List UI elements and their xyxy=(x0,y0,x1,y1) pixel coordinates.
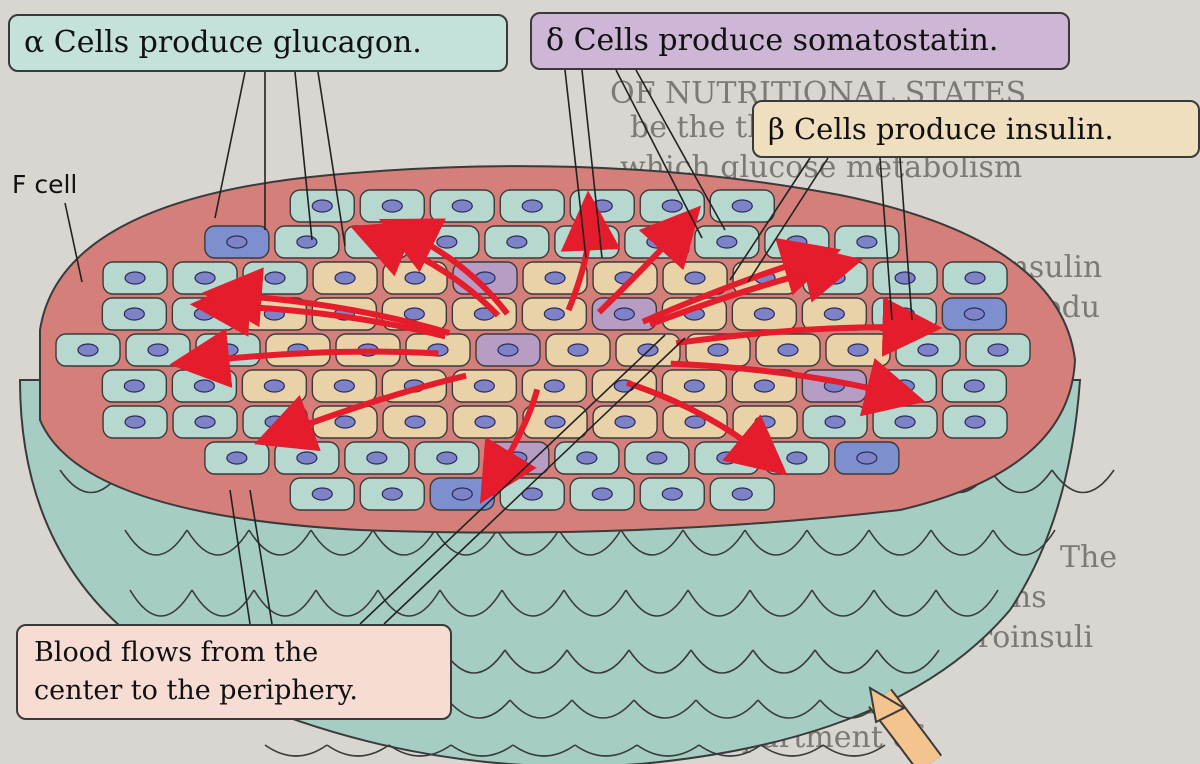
delta-cell-label: δ Cells produce somatostatin. xyxy=(546,23,998,58)
f-cell-label: F cell xyxy=(12,170,77,199)
cell-nucleus xyxy=(824,308,844,320)
cell-nucleus xyxy=(918,344,938,356)
cell-nucleus xyxy=(297,452,317,464)
hemisphere-cell-outline xyxy=(761,745,823,756)
cell-nucleus xyxy=(825,416,845,428)
cell-nucleus xyxy=(857,236,877,248)
cell-nucleus xyxy=(965,272,985,284)
cell-nucleus xyxy=(404,308,424,320)
blood-flow-line2: center to the periphery. xyxy=(34,672,450,710)
cell-nucleus xyxy=(778,344,798,356)
cell-nucleus xyxy=(265,416,285,428)
cell-nucleus xyxy=(544,380,564,392)
cell-nucleus xyxy=(647,452,667,464)
cell-nucleus xyxy=(195,416,215,428)
cell-nucleus xyxy=(507,236,527,248)
cell-nucleus xyxy=(335,416,355,428)
cell-nucleus xyxy=(194,380,214,392)
cell-nucleus xyxy=(787,452,807,464)
cell-nucleus xyxy=(662,488,682,500)
cell-nucleus xyxy=(568,344,588,356)
cell-nucleus xyxy=(265,272,285,284)
cell-nucleus xyxy=(638,344,658,356)
cell-nucleus xyxy=(755,416,775,428)
cell-nucleus xyxy=(662,200,682,212)
cell-nucleus xyxy=(264,380,284,392)
cell-nucleus xyxy=(312,200,332,212)
cell-nucleus xyxy=(754,308,774,320)
cell-nucleus xyxy=(717,236,737,248)
cell-nucleus xyxy=(894,380,914,392)
cell-nucleus xyxy=(895,272,915,284)
cell-nucleus xyxy=(848,344,868,356)
cell-nucleus xyxy=(754,380,774,392)
cell-nucleus xyxy=(964,380,984,392)
cell-nucleus xyxy=(592,488,612,500)
cell-nucleus xyxy=(367,452,387,464)
cell-nucleus xyxy=(78,344,98,356)
blood-flow-callout: Blood flows from the center to the perip… xyxy=(16,624,452,720)
cell-nucleus xyxy=(474,380,494,392)
cell-nucleus xyxy=(787,236,807,248)
cell-nucleus xyxy=(615,416,635,428)
cell-nucleus xyxy=(452,200,472,212)
cell-nucleus xyxy=(732,200,752,212)
cell-nucleus xyxy=(708,344,728,356)
cell-nucleus xyxy=(312,488,332,500)
delta-cell-callout: δ Cells produce somatostatin. xyxy=(530,12,1070,70)
cell-nucleus xyxy=(437,452,457,464)
cell-nucleus xyxy=(124,380,144,392)
hemisphere-cell-outline xyxy=(327,745,389,756)
cell-nucleus xyxy=(544,308,564,320)
cell-nucleus xyxy=(732,488,752,500)
cell-nucleus xyxy=(125,272,145,284)
cell-nucleus xyxy=(965,416,985,428)
blood-flow-line1: Blood flows from the xyxy=(34,634,450,672)
cell-nucleus xyxy=(405,272,425,284)
cell-nucleus xyxy=(194,308,214,320)
cell-nucleus xyxy=(334,380,354,392)
cell-nucleus xyxy=(297,236,317,248)
cell-nucleus xyxy=(195,272,215,284)
cell-nucleus xyxy=(498,344,518,356)
cell-nucleus xyxy=(988,344,1008,356)
cell-nucleus xyxy=(437,236,457,248)
cell-nucleus xyxy=(125,416,145,428)
cell-nucleus xyxy=(124,308,144,320)
cell-nucleus xyxy=(218,344,238,356)
cell-nucleus xyxy=(964,308,984,320)
cell-nucleus xyxy=(382,200,402,212)
cell-nucleus xyxy=(452,488,472,500)
alpha-cell-label: α Cells produce glucagon. xyxy=(24,25,422,60)
cell-nucleus xyxy=(684,380,704,392)
cell-nucleus xyxy=(895,416,915,428)
alpha-cell-callout: α Cells produce glucagon. xyxy=(8,14,508,72)
cell-nucleus xyxy=(717,452,737,464)
hemisphere-cell-outline xyxy=(823,745,885,756)
cell-nucleus xyxy=(227,236,247,248)
cell-nucleus xyxy=(335,272,355,284)
cell-nucleus xyxy=(475,416,495,428)
cell-nucleus xyxy=(545,416,565,428)
cell-nucleus xyxy=(857,452,877,464)
cell-nucleus xyxy=(227,452,247,464)
beta-cell-callout: β Cells produce insulin. xyxy=(752,100,1200,158)
beta-cell-label: β Cells produce insulin. xyxy=(768,112,1114,146)
cell-nucleus xyxy=(614,308,634,320)
cell-nucleus xyxy=(148,344,168,356)
cell-nucleus xyxy=(577,452,597,464)
cell-nucleus xyxy=(825,272,845,284)
hemisphere-cell-outline xyxy=(265,745,327,756)
cell-nucleus xyxy=(685,272,705,284)
cell-nucleus xyxy=(522,200,542,212)
cell-nucleus xyxy=(545,272,565,284)
cell-nucleus xyxy=(405,416,425,428)
cell-nucleus xyxy=(382,488,402,500)
